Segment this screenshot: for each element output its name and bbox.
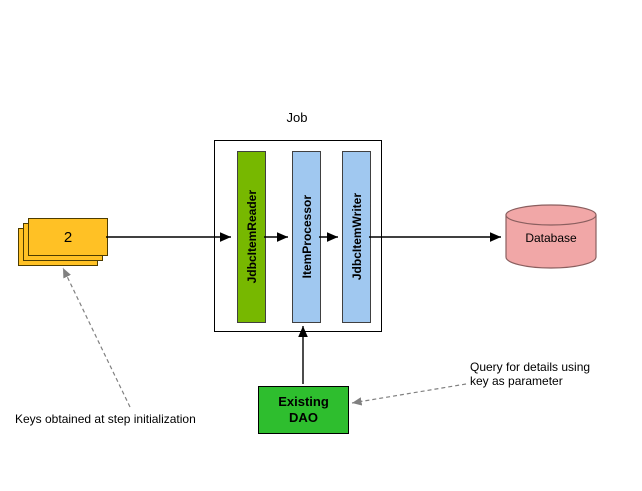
jdbc-item-writer-label: JdbcItemWriter <box>349 193 364 281</box>
query-note: Query for details using key as parameter <box>470 360 591 388</box>
item-processor-label: ItemProcessor <box>299 195 314 279</box>
jdbc-item-reader-bar: JdbcItemReader <box>237 151 266 323</box>
existing-dao-box: Existing DAO <box>258 386 349 434</box>
job-box: JdbcItemReader ItemProcessor JdbcItemWri… <box>214 140 382 332</box>
job-label: Job <box>286 110 308 125</box>
keys-note: Keys obtained at step initialization <box>15 412 196 426</box>
jdbc-item-writer-bar: JdbcItemWriter <box>342 151 371 323</box>
key-card-front: 2 <box>28 218 108 256</box>
key-card-count: 2 <box>63 228 73 246</box>
dashed-arrow-note-to-dao <box>351 383 467 406</box>
dashed-arrow-note-to-keys <box>62 267 131 408</box>
database-label: Database <box>525 231 577 245</box>
database-cylinder-top <box>505 204 597 226</box>
existing-dao-label: Existing DAO <box>278 393 329 425</box>
item-processor-bar: ItemProcessor <box>292 151 321 323</box>
jdbc-item-reader-label: JdbcItemReader <box>244 190 259 284</box>
